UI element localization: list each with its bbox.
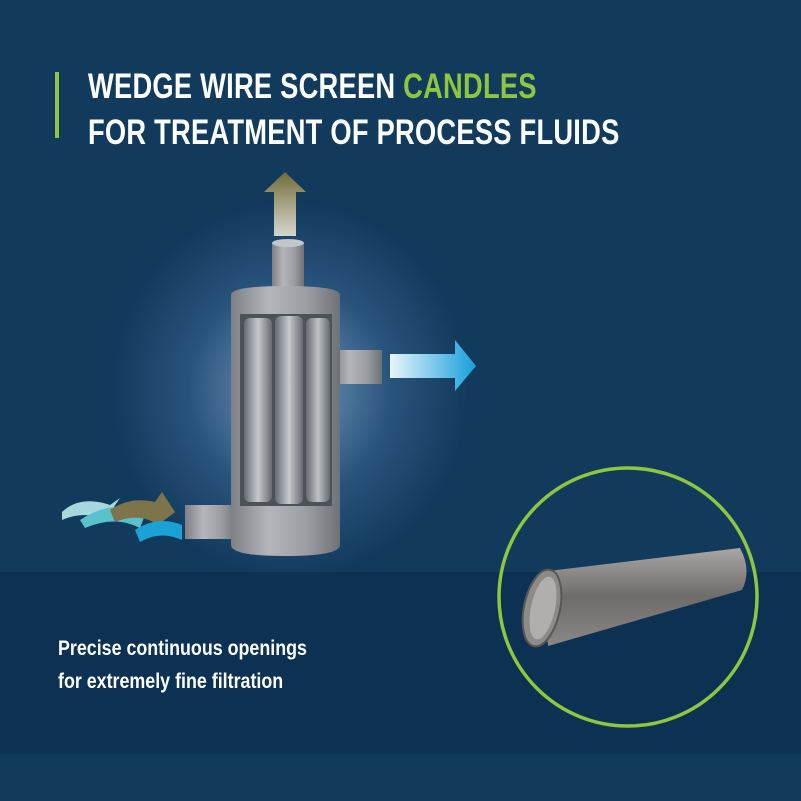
caption-line-2: for extremely fine filtration [58,670,284,693]
title-highlight: CANDLES [403,67,537,106]
title-line-2: FOR TREATMENT OF PROCESS FLUIDS [88,113,620,152]
title-accent-bar [55,72,59,138]
inflow-swirl-icon [62,492,182,542]
up-arrow-icon [264,172,306,236]
right-arrow-icon [390,340,476,391]
title-line-1: WEDGE WIRE SCREEN CANDLES [88,67,537,106]
page-title: WEDGE WIRE SCREEN CANDLES FOR TREATMENT … [88,64,620,156]
filter-vessel [185,239,382,556]
caption-line-1: Precise continuous openings [58,637,307,660]
caption: Precise continuous openings for extremel… [58,632,307,698]
candle-detail [497,466,759,728]
